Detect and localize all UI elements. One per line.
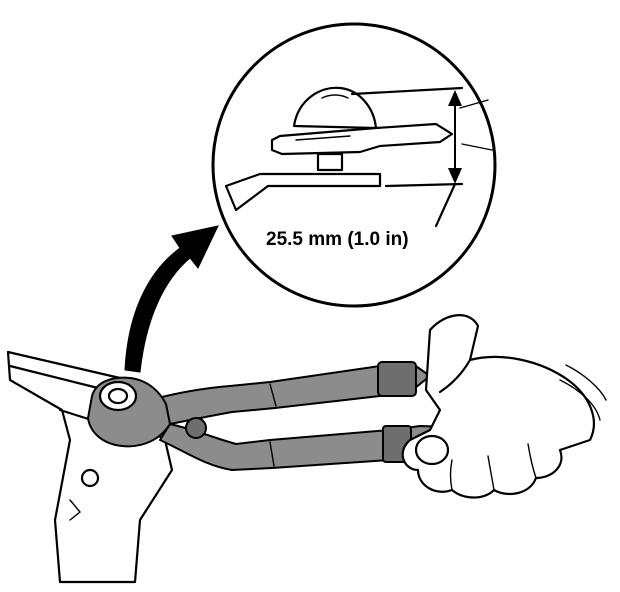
detail-magnifier <box>211 22 497 308</box>
panel-hole <box>80 468 100 488</box>
thumb-nail <box>414 434 450 466</box>
mounting-bar <box>224 172 382 212</box>
bolt-dome <box>292 86 378 130</box>
pliers-socket <box>98 380 138 412</box>
bolt-neck <box>316 152 344 172</box>
bracket-plate <box>270 122 454 156</box>
upper-grip-collar <box>377 361 417 397</box>
measurement-label: 25.5 mm (1.0 in) <box>266 229 409 250</box>
callout-arrow <box>124 225 219 373</box>
dimension-arrow <box>434 90 462 228</box>
hand <box>401 314 607 499</box>
pliers-pivot <box>185 417 207 439</box>
